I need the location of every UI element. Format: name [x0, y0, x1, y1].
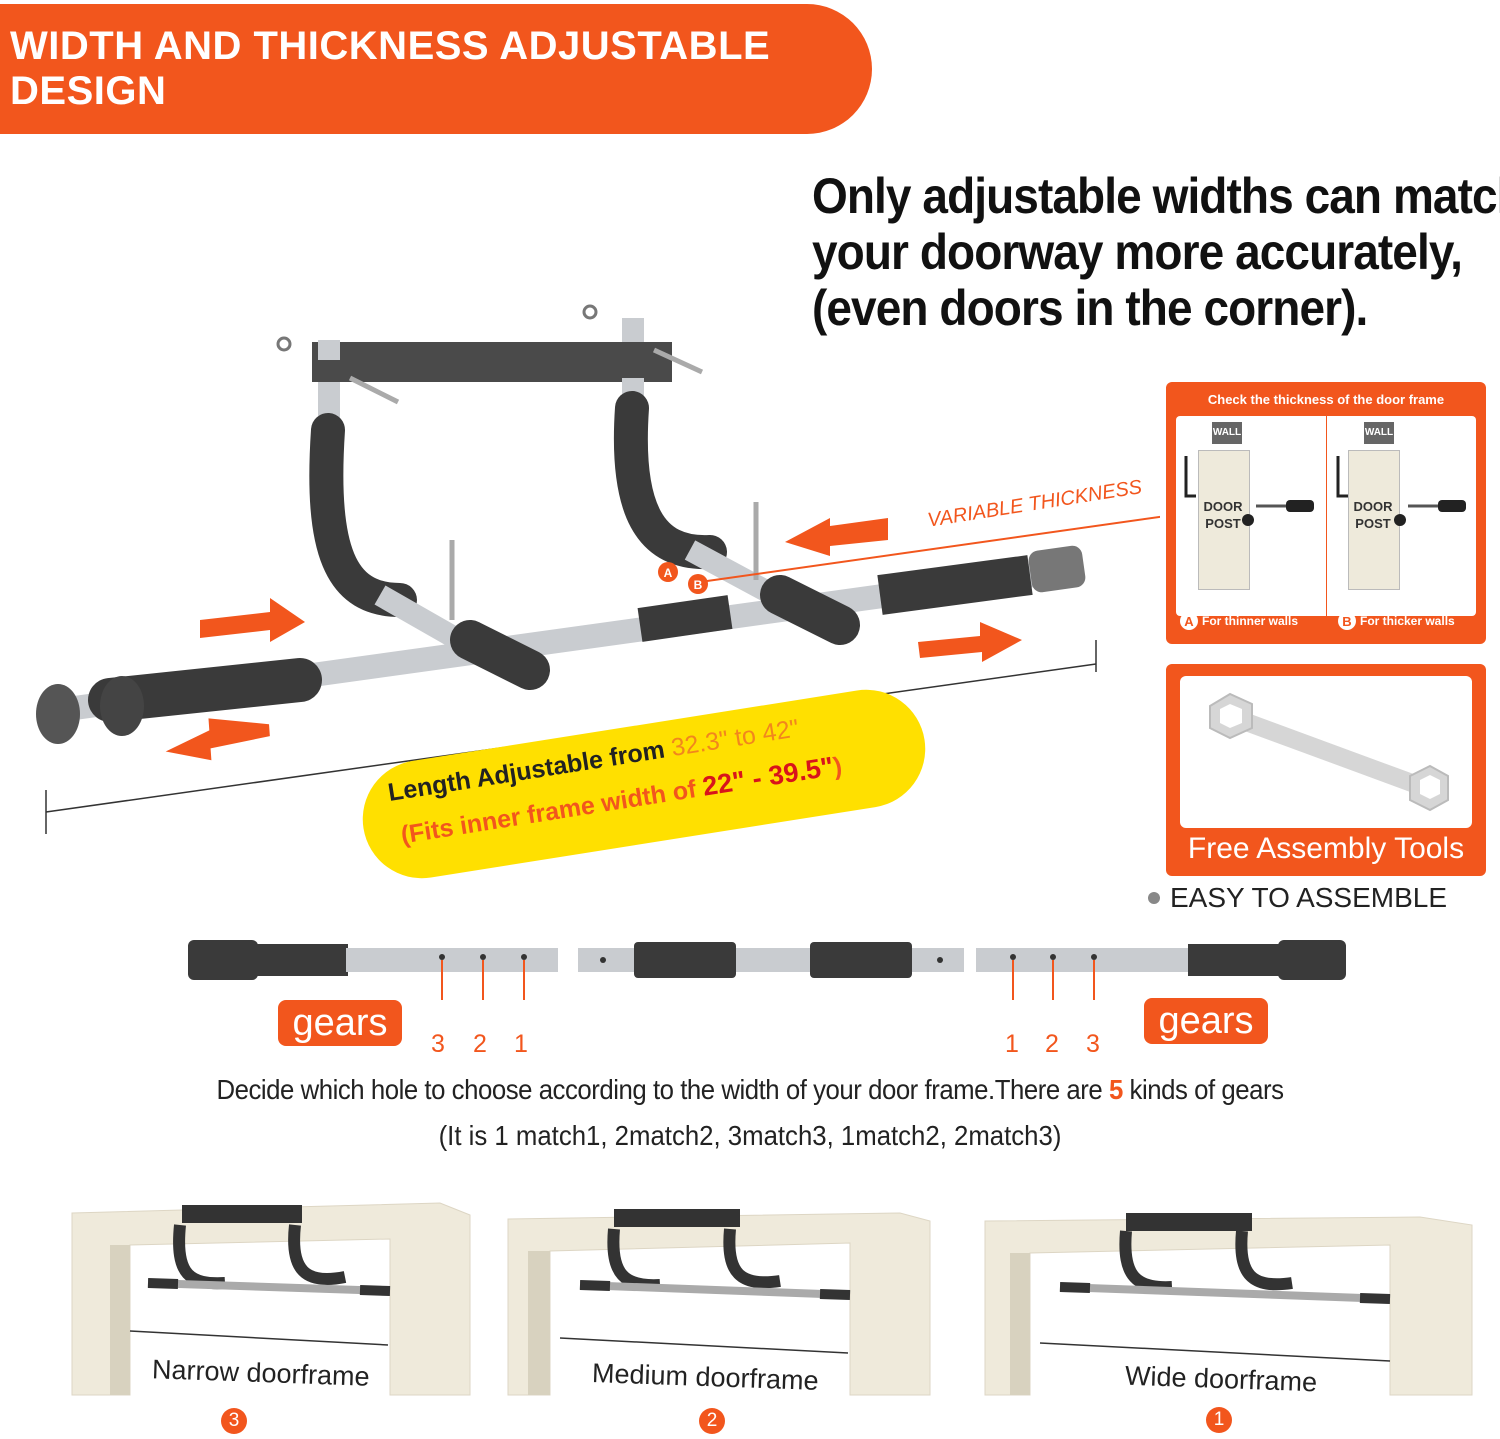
pullup-bar-illustration: A B	[36, 304, 1160, 834]
marker-b: B	[694, 578, 703, 592]
wrench-image	[1180, 676, 1472, 828]
gear-number: 2	[1045, 1030, 1059, 1058]
doorframe-number-badge: 2	[699, 1408, 725, 1434]
marker-a: A	[664, 566, 673, 580]
top-mount-block	[312, 342, 672, 382]
fits-range: 22" - 39.5"	[700, 751, 836, 802]
header-banner: WIDTH AND THICKNESS ADJUSTABLE DESIGN	[0, 4, 872, 134]
gear-number: 2	[473, 1030, 487, 1058]
wrench-icon	[1209, 692, 1449, 812]
length-range: 32.3" to 42"	[669, 714, 801, 763]
description-line-1: Decide which hole to choose according to…	[216, 1074, 1284, 1105]
nut-icon	[582, 304, 598, 320]
end-cap	[36, 684, 80, 744]
wall-tag: WALL	[1364, 422, 1394, 444]
arrow-right-icon	[918, 622, 1022, 662]
arrow-left-icon	[785, 518, 888, 556]
right-arm	[613, 391, 727, 570]
bar-parts	[188, 940, 1346, 1000]
gear-number: 1	[1005, 1030, 1019, 1058]
left-arm	[309, 413, 417, 617]
wide-doorframe-illustration	[984, 1213, 1473, 1396]
gear-number: 3	[431, 1030, 445, 1058]
description-line-2: (It is 1 match1, 2match2, 3match3, 1matc…	[438, 1120, 1062, 1151]
gears-tag-right: gears	[1144, 998, 1268, 1044]
door-post-a	[1198, 450, 1250, 590]
tools-panel: Free Assembly Tools	[1166, 664, 1486, 876]
gear-number: 1	[514, 1030, 528, 1058]
doorframe-number-badge: 3	[221, 1408, 247, 1434]
doorframe-illustrations	[71, 1202, 1473, 1396]
arrow-left-icon	[165, 718, 270, 761]
headline-line-2: your doorway more accurately,	[812, 224, 1463, 280]
medium-doorframe-illustration	[507, 1209, 931, 1396]
thickness-panel-title: Check the thickness of the door frame	[1207, 392, 1445, 407]
bullet-icon	[1148, 892, 1160, 904]
gear-count: 5	[1108, 1074, 1123, 1105]
door-post-b	[1348, 450, 1400, 590]
nut-icon	[276, 336, 292, 352]
gear-number: 3	[1086, 1030, 1100, 1058]
wall-tag: WALL	[1212, 422, 1242, 444]
headline-line-1: Only adjustable widths can match	[812, 168, 1500, 224]
narrow-doorframe-illustration	[71, 1202, 471, 1396]
easy-label: EASY TO ASSEMBLE	[1170, 882, 1448, 913]
tools-label: Free Assembly Tools	[1187, 832, 1465, 865]
arrow-right-icon	[200, 598, 305, 642]
doorframe-number-badge: 1	[1206, 1407, 1232, 1433]
thickness-panel: Check the thickness of the door frame WA…	[1166, 382, 1486, 644]
easy-assemble: EASY TO ASSEMBLE	[1148, 882, 1447, 914]
banner-title: WIDTH AND THICKNESS ADJUSTABLE DESIGN	[10, 24, 771, 113]
gears-tag-left: gears	[278, 1000, 402, 1046]
headline-line-3: (even doors in the corner).	[812, 280, 1368, 336]
headline: Only adjustable widths can match your do…	[812, 168, 1500, 336]
